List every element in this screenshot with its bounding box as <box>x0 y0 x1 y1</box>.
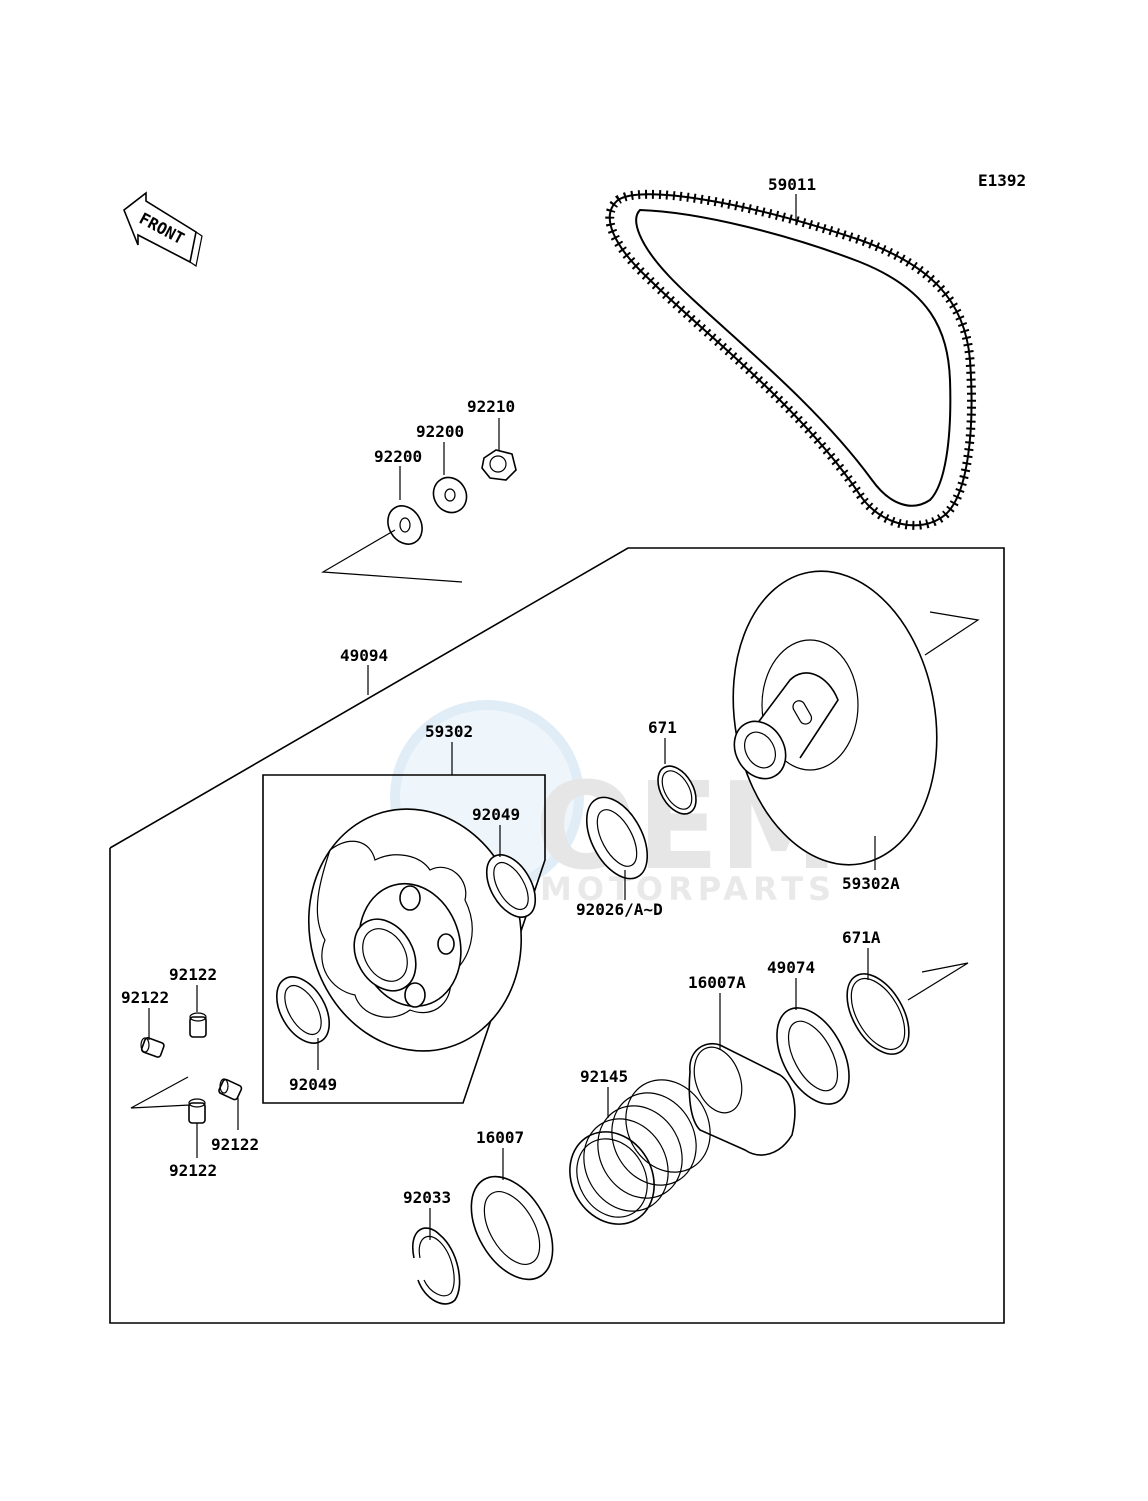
callout-92200-b: 92200 <box>416 422 464 441</box>
circlip-92033 <box>412 1208 461 1305</box>
fixed-sheave-59302A <box>732 570 980 870</box>
roller-92122-top <box>189 985 207 1038</box>
callout-49094: 49094 <box>340 646 388 665</box>
seal-92049-upper <box>485 825 537 918</box>
callout-92033: 92033 <box>403 1188 451 1207</box>
callout-671A: 671A <box>842 928 881 947</box>
callout-92122-left: 92122 <box>121 988 169 1007</box>
front-arrow-icon: FRONT <box>123 191 203 267</box>
callout-92122-top: 92122 <box>169 965 217 984</box>
callout-92145: 92145 <box>580 1067 628 1086</box>
nut-92210 <box>481 418 517 481</box>
callout-16007A: 16007A <box>688 973 746 992</box>
spring-92145 <box>569 1079 711 1225</box>
o-ring-671A <box>846 948 969 1055</box>
washer-49074 <box>776 978 850 1105</box>
shim-92026 <box>585 796 649 900</box>
callout-92122-bottom: 92122 <box>169 1161 217 1180</box>
callout-59302: 59302 <box>425 722 473 741</box>
callout-92049-lower: 92049 <box>289 1075 337 1094</box>
callout-92210: 92210 <box>467 397 515 416</box>
callout-59302A: 59302A <box>842 874 900 893</box>
callout-671: 671 <box>648 718 677 737</box>
washer-92200-a <box>321 466 463 583</box>
callout-92200-a: 92200 <box>374 447 422 466</box>
assembly-box-49094 <box>109 547 1005 1324</box>
diagram-code: E1392 <box>978 171 1026 190</box>
o-ring-671 <box>657 738 697 815</box>
callout-92049-upper: 92049 <box>472 805 520 824</box>
seal-92049-lower <box>275 976 331 1070</box>
movable-sheave <box>307 808 523 1052</box>
cam-16007A <box>688 993 796 1156</box>
callout-49074: 49074 <box>767 958 815 977</box>
roller-92122-right <box>218 1078 243 1130</box>
callout-92026: 92026/A~D <box>576 900 663 919</box>
spring-seat-16007 <box>470 1148 554 1281</box>
drive-belt <box>605 189 976 530</box>
roller-92122-bottom <box>130 1076 206 1158</box>
washer-92200-b <box>432 442 468 514</box>
callout-16007: 16007 <box>476 1128 524 1147</box>
roller-92122-left <box>140 1008 165 1058</box>
callout-59011: 59011 <box>768 175 816 194</box>
watermark-sub: MOTORPARTS <box>540 870 836 908</box>
callout-92122-right: 92122 <box>211 1135 259 1154</box>
